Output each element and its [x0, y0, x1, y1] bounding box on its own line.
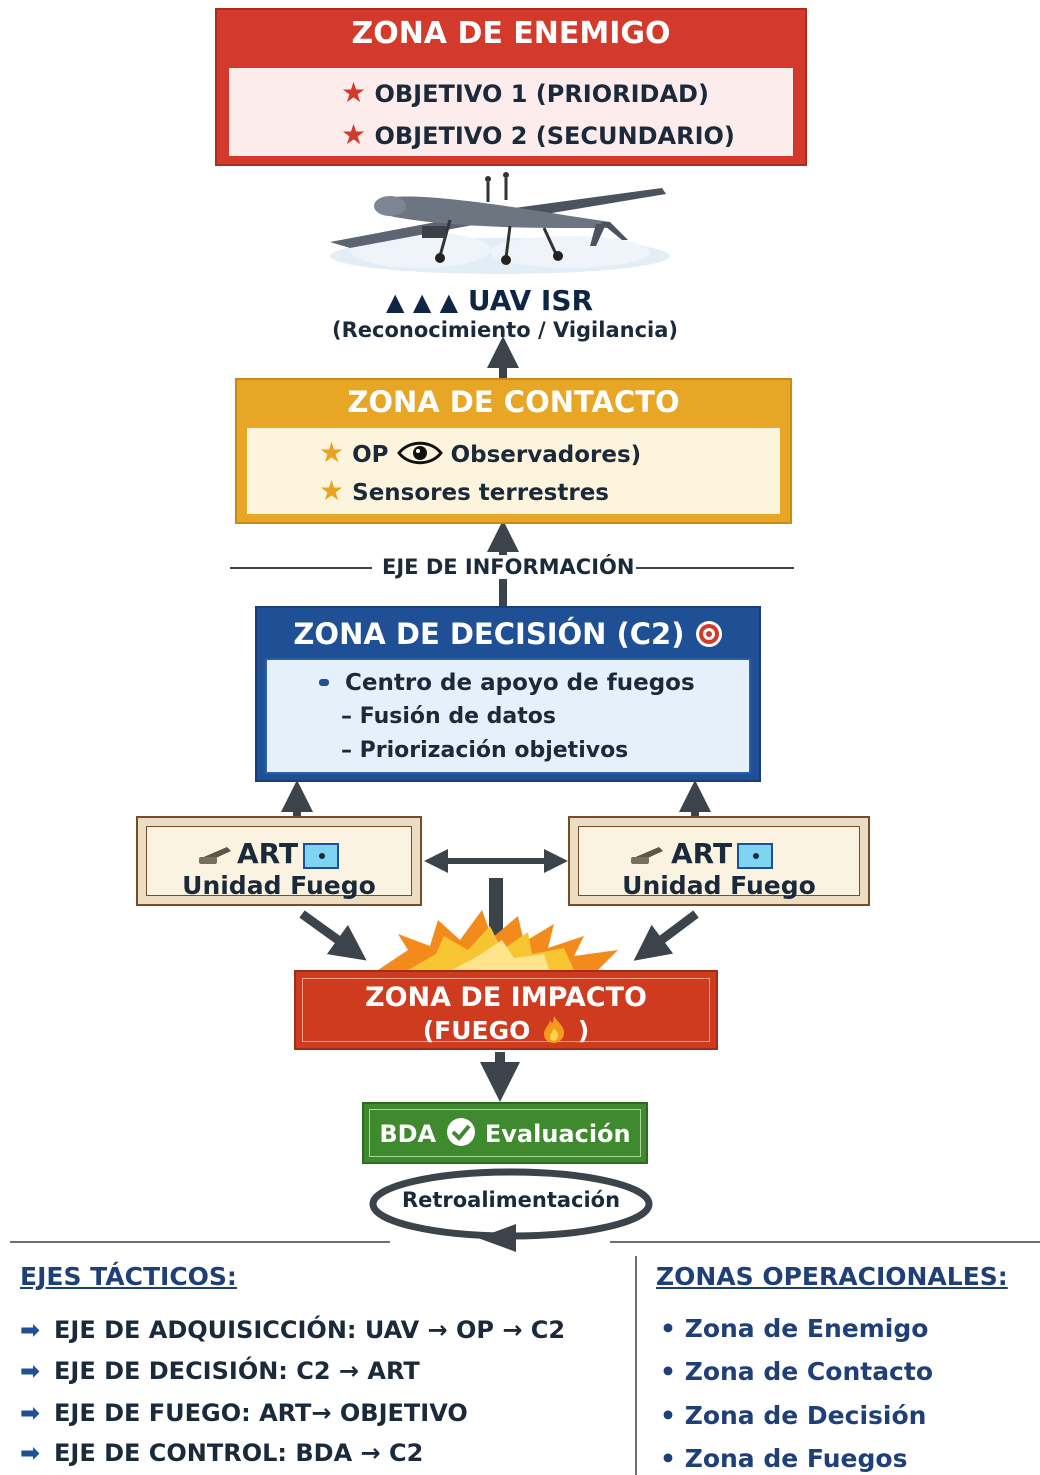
bda-content: BDA Evaluación — [364, 1116, 646, 1151]
fire-unit-left-title: ART — [237, 837, 299, 870]
tactical-axis-label: EJE DE DECISIÓN: C2 → ART — [54, 1357, 420, 1385]
tactical-axis-label: EJE DE FUEGO: ART→ OBJETIVO — [54, 1399, 468, 1427]
bullet-icon: • — [660, 1444, 685, 1473]
fire-support-center-label: Centro de apoyo de fuegos — [345, 670, 695, 696]
arrow-right-icon: ➡ — [20, 1357, 41, 1385]
divider-vertical — [635, 1256, 637, 1475]
decision-zone-body: Centro de apoyo de fuegos – Fusión de da… — [265, 658, 751, 774]
flag-icon — [303, 843, 339, 869]
check-icon — [446, 1118, 475, 1146]
info-axis-label: EJE DE INFORMACIÓN — [380, 555, 637, 579]
star-icon: ★ — [319, 436, 345, 469]
operational-zone-item: • Zona de Enemigo — [660, 1314, 928, 1343]
objective-1: ★ OBJETIVO 1 (PRIORIDAD) — [341, 76, 709, 109]
fire-unit-right-body: ART Unidad Fuego — [578, 826, 860, 900]
objective-1-label: OBJETIVO 1 (PRIORIDAD) — [374, 80, 709, 108]
decision-zone-box: ZONA DE DECISIÓN (C2) Centro de apoyo de… — [255, 606, 761, 782]
star-icon: ★ — [341, 76, 367, 109]
impact-zone-title: ZONA DE IMPACTO — [365, 982, 647, 1013]
bullet-icon — [319, 679, 329, 686]
flag-icon — [737, 843, 773, 869]
fire-unit-left-body: ART Unidad Fuego — [146, 826, 412, 900]
enemy-zone-box: ZONA DE ENEMIGO ★ OBJETIVO 1 (PRIORIDAD)… — [215, 8, 807, 166]
op-label: OP — [352, 442, 389, 468]
decision-zone-title: ZONA DE DECISIÓN (C2) — [293, 617, 685, 651]
contact-item-sensors: ★ Sensores terrestres — [319, 474, 609, 507]
operational-zone-label: Zona de Fuegos — [684, 1444, 908, 1473]
impact-zone-subtitle: (FUEGO ) — [296, 1014, 716, 1047]
impact-subtitle-prefix: (FUEGO — [422, 1016, 531, 1045]
contact-zone-title: ZONA DE CONTACTO — [347, 385, 680, 419]
feedback-label: Retroalimentación — [401, 1188, 621, 1212]
bullet-icon: • — [660, 1401, 685, 1430]
tactical-axis-label: EJE DE CONTROL: BDA → C2 — [54, 1439, 424, 1467]
contact-zone-body: ★ OP Observadores) ★ Sensores terrestres — [245, 426, 782, 516]
fire-unit-right: ART Unidad Fuego — [568, 816, 870, 906]
operational-zone-label: Zona de Contacto — [684, 1357, 934, 1386]
arrow-right-icon: ➡ — [20, 1316, 41, 1344]
decision-item-priority: – Priorización objetivos — [341, 738, 629, 763]
bullet-icon: • — [660, 1314, 685, 1343]
star-icon: ★ — [319, 474, 345, 507]
arrow-right-icon: ➡ — [20, 1439, 41, 1467]
impact-subtitle-suffix: ) — [577, 1016, 590, 1045]
arrow-right-icon: ➡ — [20, 1399, 41, 1427]
explosion-icon — [378, 910, 618, 972]
cannon-icon — [631, 847, 663, 864]
tactical-axis-item: ➡ EJE DE DECISIÓN: C2 → ART — [20, 1357, 420, 1385]
tactical-axes-title: EJES TÁCTICOS: — [20, 1262, 237, 1291]
contact-zone-box: ZONA DE CONTACTO ★ OP Observadores) ★ Se… — [235, 378, 792, 524]
divider-right — [610, 1241, 1040, 1243]
observers-label: Observadores) — [450, 442, 642, 468]
tactical-axis-item: ➡ EJE DE CONTROL: BDA → C2 — [20, 1439, 423, 1467]
bda-frame — [369, 1109, 641, 1157]
decision-item-fusion: – Fusión de datos — [341, 704, 556, 729]
contact-item-op: ★ OP Observadores) — [319, 436, 641, 469]
fire-unit-right-title: ART — [671, 837, 733, 870]
star-icon: ★ — [341, 118, 367, 151]
tactical-axis-item: ➡ EJE DE FUEGO: ART→ OBJETIVO — [20, 1399, 468, 1427]
drone-icon — [330, 172, 670, 274]
operational-zones-title: ZONAS OPERACIONALES: — [656, 1262, 1008, 1291]
operational-zone-label: Zona de Decisión — [684, 1401, 927, 1430]
bda-evaluation-label: Evaluación — [484, 1120, 631, 1148]
triangle-icon: ▲ ▲ ▲ — [386, 288, 459, 316]
enemy-zone-title: ZONA DE ENEMIGO — [351, 16, 671, 51]
impact-zone-frame — [302, 978, 710, 1042]
eye-icon — [396, 441, 443, 465]
impact-zone-box: ZONA DE IMPACTO (FUEGO ) — [294, 970, 718, 1050]
cycle-arrow-icon — [369, 1168, 653, 1252]
cannon-icon — [199, 847, 231, 864]
flame-icon — [544, 1016, 565, 1043]
operational-zone-item: • Zona de Decisión — [660, 1401, 926, 1430]
objective-2-label: OBJETIVO 2 (SECUNDARIO) — [374, 122, 735, 150]
bda-label: BDA — [379, 1120, 437, 1148]
enemy-zone-body: ★ OBJETIVO 1 (PRIORIDAD) ★ OBJETIVO 2 (S… — [227, 66, 795, 158]
divider-left — [10, 1241, 390, 1243]
fire-unit-left-subtitle: Unidad Fuego — [182, 871, 376, 900]
decision-zone-header: ZONA DE DECISIÓN (C2) — [257, 608, 759, 660]
objective-2: ★ OBJETIVO 2 (SECUNDARIO) — [341, 118, 735, 151]
operational-zone-item: • Zona de Contacto — [660, 1357, 933, 1386]
decision-item-center: Centro de apoyo de fuegos — [319, 670, 695, 696]
fire-unit-right-subtitle: Unidad Fuego — [622, 871, 816, 900]
fire-unit-left: ART Unidad Fuego — [136, 816, 422, 906]
bullet-icon: • — [660, 1357, 685, 1386]
bda-box: BDA Evaluación — [362, 1102, 648, 1164]
operational-zone-label: Zona de Enemigo — [684, 1314, 929, 1343]
tactical-axis-item: ➡ EJE DE ADQUISICCIÓN: UAV → OP → C2 — [20, 1316, 565, 1344]
uav-label-row: ▲ ▲ ▲ UAV ISR — [386, 284, 593, 317]
operational-zone-item: • Zona de Fuegos — [660, 1444, 907, 1473]
tactical-axis-label: EJE DE ADQUISICCIÓN: UAV → OP → C2 — [54, 1316, 566, 1344]
uav-label: UAV ISR — [467, 284, 594, 317]
target-icon — [695, 621, 722, 647]
sensors-label: Sensores terrestres — [352, 480, 609, 506]
